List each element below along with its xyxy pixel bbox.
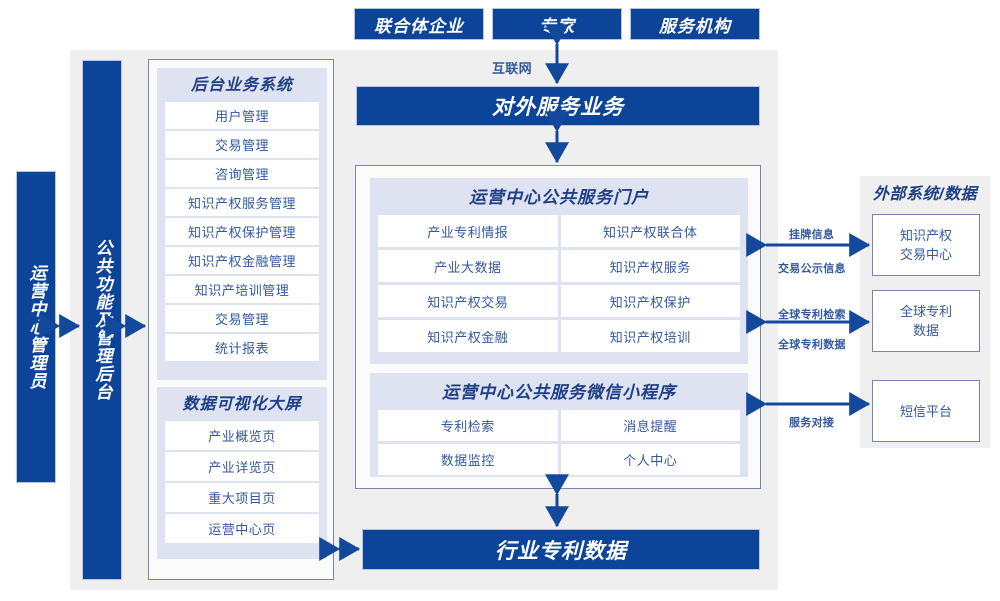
external-link-label-1-top: 全球专利检索 [778, 309, 846, 321]
admin-backend-bar[interactable]: 公共功能及管理后台 [82, 60, 122, 580]
visualization-list: 产业概览页 产业详览页 重大项目页 运营中心页 [165, 421, 319, 543]
miniprogram-item[interactable]: 数据监控 [378, 444, 558, 475]
industry-patent-data-label: 行业专利数据 [495, 539, 627, 563]
miniprogram-item[interactable]: 个人中心 [560, 444, 740, 475]
visualization-item[interactable]: 产业概览页 [165, 421, 319, 450]
visualization-item[interactable]: 运营中心页 [165, 514, 319, 543]
external-system-box-2[interactable]: 短信平台 [872, 380, 980, 442]
miniprogram-grid: 专利检索 消息提醒 数据监控 个人中心 [378, 410, 740, 475]
backend-item[interactable]: 知识产权服务管理 [165, 189, 319, 216]
backend-item[interactable]: 交易管理 [165, 131, 319, 158]
public-portal-group: 运营中心公共服务门户 产业专利情报 知识产权联合体 产业大数据 知识产权服务 知… [370, 178, 748, 364]
backend-system-title: 后台业务系统 [190, 77, 293, 94]
industry-patent-data-bar[interactable]: 行业专利数据 [362, 529, 760, 570]
portal-item[interactable]: 知识产权联合体 [560, 215, 740, 247]
actor-box-2[interactable]: 服务机构 [630, 8, 760, 40]
operations-manager-bar[interactable]: 运营中心管理员 [16, 171, 56, 483]
external-link-label-0-top: 挂牌信息 [789, 229, 835, 241]
visualization-group: 数据可视化大屏 产业概览页 产业详览页 重大项目页 运营中心页 [157, 387, 327, 559]
internet-label: 互联网 [492, 61, 532, 76]
backend-item[interactable]: 用户管理 [165, 102, 319, 129]
backend-item[interactable]: 知识产培训管理 [165, 276, 319, 303]
public-portal-grid: 产业专利情报 知识产权联合体 产业大数据 知识产权服务 知识产权交易 知识产权保… [378, 215, 740, 352]
center-services-panel: 运营中心公共服务门户 产业专利情报 知识产权联合体 产业大数据 知识产权服务 知… [355, 165, 761, 489]
portal-item[interactable]: 知识产权交易 [378, 285, 558, 317]
backend-system-group: 后台业务系统 用户管理 交易管理 咨询管理 知识产权服务管理 知识产权保护管理 … [157, 68, 327, 380]
portal-item[interactable]: 知识产权金融 [378, 320, 558, 352]
external-service-label: 对外服务业务 [492, 96, 624, 119]
external-link-label-1-bottom: 全球专利数据 [778, 339, 846, 351]
backend-item[interactable]: 知识产权保护管理 [165, 218, 319, 245]
actor-label: 专家 [539, 16, 575, 36]
portal-item[interactable]: 知识产权培训 [560, 320, 740, 352]
external-service-bar[interactable]: 对外服务业务 [356, 86, 760, 126]
visualization-item[interactable]: 重大项目页 [165, 483, 319, 512]
actor-label: 联合体企业 [374, 16, 464, 36]
operations-manager-label: 运营中心管理员 [26, 264, 46, 390]
external-link-label-2-bottom: 服务对接 [789, 417, 835, 429]
left-modules-panel: 后台业务系统 用户管理 交易管理 咨询管理 知识产权服务管理 知识产权保护管理 … [148, 59, 334, 580]
actor-label: 服务机构 [659, 16, 731, 36]
miniprogram-group: 运营中心公共服务微信小程序 专利检索 消息提醒 数据监控 个人中心 [370, 373, 748, 477]
actor-box-1[interactable]: 专家 [492, 8, 622, 40]
external-system-box-0[interactable]: 知识产权 交易中心 [872, 214, 980, 276]
visualization-title: 数据可视化大屏 [182, 396, 302, 413]
backend-system-list: 用户管理 交易管理 咨询管理 知识产权服务管理 知识产权保护管理 知识产权金融管… [165, 102, 319, 361]
backend-item[interactable]: 咨询管理 [165, 160, 319, 187]
backend-item[interactable]: 知识产权金融管理 [165, 247, 319, 274]
portal-item[interactable]: 产业大数据 [378, 250, 558, 282]
external-system-box-1[interactable]: 全球专利 数据 [872, 290, 980, 352]
public-portal-title: 运营中心公共服务门户 [469, 188, 649, 207]
admin-backend-label: 公共功能及管理后台 [92, 239, 112, 401]
portal-item[interactable]: 知识产权服务 [560, 250, 740, 282]
portal-item[interactable]: 产业专利情报 [378, 215, 558, 247]
actor-box-0[interactable]: 联合体企业 [354, 8, 484, 40]
visualization-item[interactable]: 产业详览页 [165, 452, 319, 481]
backend-item[interactable]: 交易管理 [165, 305, 319, 332]
external-link-label-0-bottom: 交易公示信息 [778, 263, 846, 275]
miniprogram-title: 运营中心公共服务微信小程序 [442, 383, 676, 402]
miniprogram-item[interactable]: 专利检索 [378, 410, 558, 441]
portal-item[interactable]: 知识产权保护 [560, 285, 740, 317]
external-systems-title: 外部系统/数据 [873, 186, 977, 203]
backend-item[interactable]: 统计报表 [165, 334, 319, 361]
miniprogram-item[interactable]: 消息提醒 [560, 410, 740, 441]
